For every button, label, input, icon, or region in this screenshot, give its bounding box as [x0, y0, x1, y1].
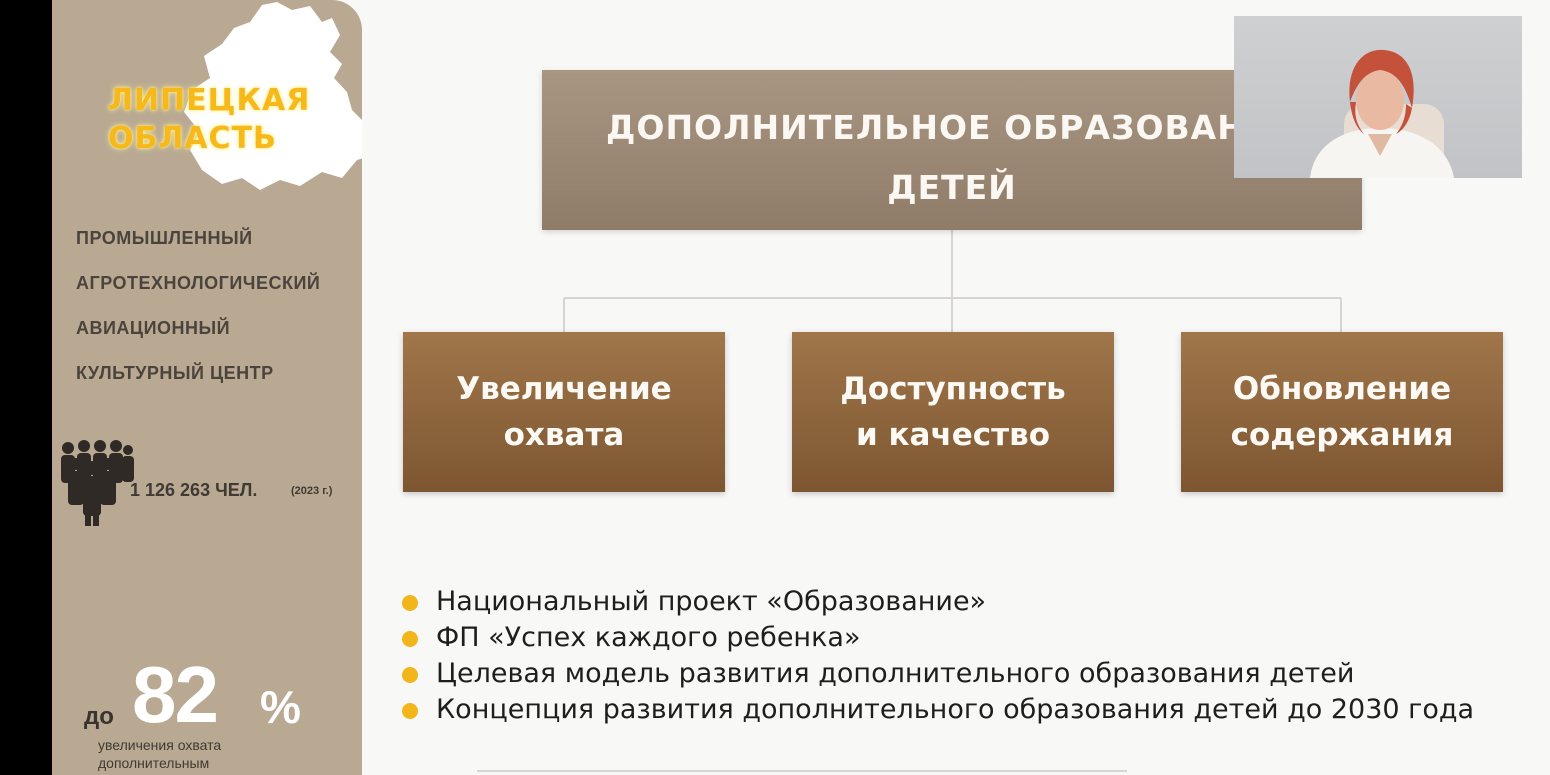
- population-value: 1 126 263 ЧЕЛ.: [130, 480, 258, 500]
- region-title-line1: ЛИПЕЦКАЯ: [108, 83, 311, 118]
- bullet-dot-icon: [402, 631, 418, 647]
- region-sidebar: ЛИПЕЦКАЯ ОБЛАСТЬ ПРОМЫШЛЕННЫЙ АГРОТЕХНОЛ…: [52, 0, 362, 775]
- bullet-dot-icon: [402, 703, 418, 719]
- region-map-icon: [184, 2, 362, 190]
- bullet-item: ФП «Успех каждого ребенка»: [402, 620, 1496, 656]
- diagram-branch-label: Обновление содержания: [1230, 371, 1454, 453]
- stat-percent: %: [260, 681, 301, 733]
- region-title: ЛИПЕЦКАЯ ОБЛАСТЬ: [108, 82, 310, 158]
- people-group-icon: [61, 440, 134, 526]
- cluster-item: ПРОМЫШЛЕННЫЙ: [76, 228, 253, 248]
- bullet-dot-icon: [402, 667, 418, 683]
- diagram-branch-box: Обновление содержания: [1181, 332, 1503, 492]
- diagram-branch-box: Увеличение охвата: [403, 332, 725, 492]
- divider: [477, 770, 1127, 772]
- stat-description: увеличения охвата дополнительным: [98, 736, 318, 772]
- stat-desc-line: дополнительным: [98, 755, 210, 771]
- diagram-root-box: ДОПОЛНИТЕЛЬНОЕ ОБРАЗОВАНИЕ ДЕТЕЙ: [542, 70, 1362, 230]
- diagram-branch-label: Доступность и качество: [840, 371, 1066, 453]
- participant-avatar: [1310, 49, 1454, 178]
- cluster-item: КУЛЬТУРНЫЙ ЦЕНТР: [76, 363, 274, 383]
- region-title-line2: ОБЛАСТЬ: [108, 121, 277, 156]
- cluster-list: ПРОМЫШЛЕННЫЙ АГРОТЕХНОЛОГИЧЕСКИЙ АВИАЦИО…: [76, 224, 320, 404]
- diagram-branch-box: Доступность и качество: [792, 332, 1114, 492]
- bullet-item: Национальный проект «Образование»: [402, 584, 1496, 620]
- stat-number: 82: [132, 650, 219, 739]
- bullet-list: Национальный проект «Образование» ФП «Ус…: [402, 584, 1496, 728]
- cluster-item: АГРОТЕХНОЛОГИЧЕСКИЙ: [76, 273, 321, 293]
- stat-desc-line: увеличения охвата: [98, 737, 222, 753]
- diagram-root-title: ДОПОЛНИТЕЛЬНОЕ ОБРАЗОВАНИЕ ДЕТЕЙ: [542, 98, 1362, 218]
- stat-prefix: до: [84, 703, 114, 730]
- cluster-item: АВИАЦИОННЫЙ: [76, 318, 231, 338]
- diagram-root-line1: ДОПОЛНИТЕЛЬНОЕ ОБРАЗОВАНИЕ: [606, 108, 1298, 147]
- bullet-dot-icon: [402, 595, 418, 611]
- population-year: (2023 г.): [291, 485, 333, 497]
- participant-video-tile[interactable]: [1234, 16, 1522, 178]
- diagram-connectors: [563, 230, 1342, 332]
- diagram-branch-label: Увеличение охвата: [456, 371, 672, 453]
- bullet-item: Целевая модель развития дополнительного …: [402, 656, 1496, 692]
- diagram-root-line2: ДЕТЕЙ: [887, 168, 1017, 207]
- bullet-item: Концепция развития дополнительного образ…: [402, 692, 1496, 728]
